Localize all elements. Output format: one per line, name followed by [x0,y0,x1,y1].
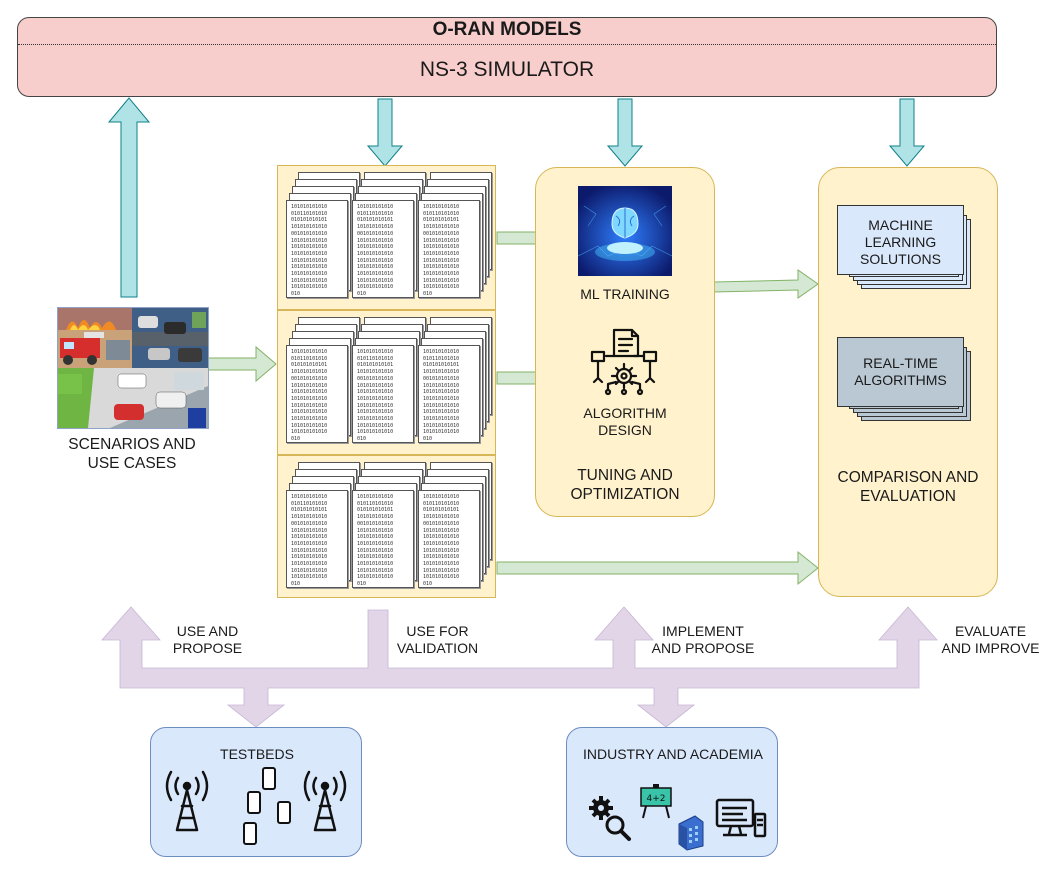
tuning-title-line2: OPTIMIZATION [570,486,680,503]
computer-icon [715,798,767,838]
ml-solutions-line2: LEARNING [864,234,937,250]
banner-down-arrow-2 [606,98,644,167]
realtime-line1: REAL-TIME [863,355,938,371]
tuning-title-line1: TUNING AND [577,467,673,484]
use-validation-line2: VALIDATION [396,640,479,656]
dataset-panel-1: 101010101010 010110101010 010101010101 1… [277,165,496,310]
implement-line2: AND PROPOSE [651,640,755,656]
binary-sheet-text: 101010101010 010110101010 010101010101 1… [291,349,328,443]
binary-sheet: 101010101010 010110101010 010101010101 1… [286,345,348,443]
binary-sheet: 101010101010 010110101010 010101010101 1… [352,200,414,298]
dataset-panel-3: 101010101010 010110101010 010101010101 1… [277,455,496,598]
algorithm-label-line1: ALGORITHM [583,405,667,421]
evaluate-line1: EVALUATE [954,623,1027,639]
ml-solutions-stack: MACHINE LEARNING SOLUTIONS [837,205,977,295]
scenarios-to-data-arrow [207,345,277,383]
banner-down-arrow-1 [366,98,404,167]
algorithm-label-line2: DESIGN [598,422,652,438]
ml-solutions-label: MACHINE LEARNING SOLUTIONS [837,217,964,268]
building-icon [678,815,704,851]
cell-tower-icon [165,770,209,832]
use-validation-line1: USE FOR [406,623,469,639]
binary-sheet: 101010101010 010110101010 010101010101 1… [352,345,414,443]
binary-sheet: 101010101010 010110101010 010101010101 1… [286,490,348,588]
ml-brain-image [578,186,672,276]
industry-academia-box: INDUSTRY AND ACADEMIA 4+2 [566,727,778,857]
binary-sheet-text: 101010101010 010110101010 010101010101 1… [423,494,460,588]
realtime-algorithms-label: REAL-TIME ALGORITHMS [837,355,964,389]
evaluate-and-improve-label: EVALUATE AND IMPROVE [938,623,1043,657]
implement-line1: IMPLEMENT [662,623,744,639]
use-propose-line2: PROPOSE [172,640,243,656]
cell-tower-icon [303,770,347,832]
algorithm-design-label: ALGORITHM DESIGN [545,405,705,439]
use-and-propose-label: USE AND PROPOSE [160,623,255,657]
scenarios-image [57,307,209,429]
feedback-flow [101,606,938,728]
scenarios-up-arrow [107,97,151,298]
comparison-title-line1: COMPARISON AND [837,469,979,486]
ml-training-label: ML TRAINING [580,286,670,302]
use-propose-line1: USE AND [176,623,239,639]
tuning-title: TUNING AND OPTIMIZATION [540,466,710,504]
realtime-line2: ALGORITHMS [854,372,947,388]
scenarios-label-line2: USE CASES [87,455,177,472]
evaluate-line2: AND IMPROVE [941,640,1040,656]
binary-sheet-text: 101010101010 010110101010 010101010101 1… [357,494,394,588]
realtime-algorithms-stack: REAL-TIME ALGORITHMS [837,337,977,427]
industry-title: INDUSTRY AND ACADEMIA [583,746,763,762]
binary-sheet-text: 101010101010 010110101010 010101010101 1… [291,204,328,298]
implement-and-propose-label: IMPLEMENT AND PROPOSE [648,623,758,657]
use-for-validation-label: USE FOR VALIDATION [390,623,485,657]
binary-sheet: 101010101010 010110101010 010101010101 1… [418,345,480,443]
comparison-title-line2: EVALUATION [860,488,956,505]
ml-solutions-line1: MACHINE [868,217,933,233]
smartphone-icon [243,767,291,845]
binary-sheet-text: 101010101010 010110101010 010101010101 1… [357,349,394,443]
banner-divider [18,44,996,45]
binary-sheet-text: 101010101010 010110101010 010101010101 1… [291,494,328,588]
dataset-panel-2: 101010101010 010110101010 010101010101 1… [277,310,496,455]
comparison-title: COMPARISON AND EVALUATION [820,468,996,506]
algorithm-design-icon [588,326,660,398]
binary-sheet: 101010101010 010110101010 010101010101 1… [286,200,348,298]
oran-banner: O-RAN MODELS NS-3 SIMULATOR [17,17,997,97]
banner-title: O-RAN MODELS [432,19,582,40]
testbeds-title: TESTBEDS [220,746,294,762]
tuning-to-comparison-arrow [713,269,819,299]
whiteboard-text: 4+2 [647,794,666,804]
scenarios-label-line1: SCENARIOS AND [68,436,196,453]
binary-sheet-text: 101010101010 010110101010 010101010101 1… [423,204,460,298]
industry-icons: 4+2 [589,784,767,851]
datasets-column: 101010101010 010110101010 010101010101 1… [277,165,496,598]
banner-subtitle: NS-3 SIMULATOR [419,58,595,81]
binary-sheet-text: 101010101010 010110101010 010101010101 1… [423,349,460,443]
gear-search-icon [589,796,631,841]
data-to-comparison-arrow [496,550,819,586]
scenarios-label: SCENARIOS AND USE CASES [40,435,224,473]
banner-down-arrow-3 [888,98,926,167]
binary-sheet: 101010101010 010110101010 010101010101 1… [352,490,414,588]
binary-sheet: 101010101010 010110101010 010101010101 1… [418,490,480,588]
binary-sheet: 101010101010 010110101010 010101010101 1… [418,200,480,298]
ml-solutions-line3: SOLUTIONS [860,251,941,267]
testbeds-icons [165,767,347,845]
testbeds-box: TESTBEDS [150,727,362,857]
whiteboard-icon: 4+2 [640,784,672,819]
binary-sheet-text: 101010101010 010110101010 010101010101 1… [357,204,394,298]
